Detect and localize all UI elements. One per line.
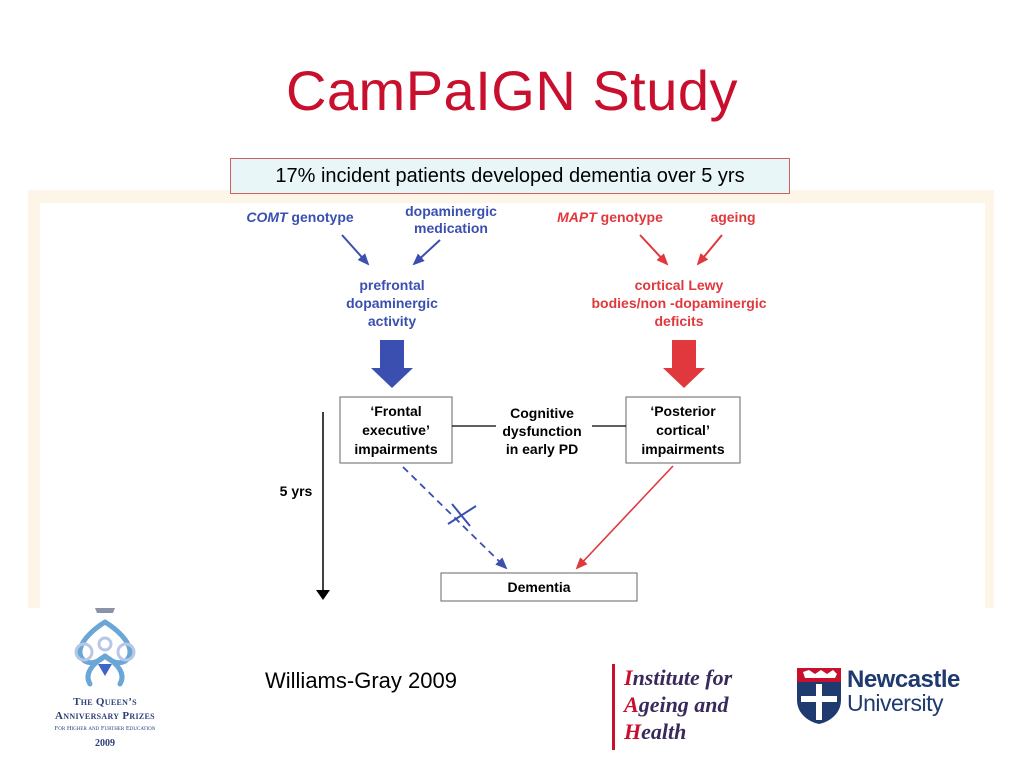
slide-title: CamPaIGN Study bbox=[285, 59, 739, 122]
posterior-cortical-box bbox=[625, 396, 741, 464]
dementia-box bbox=[440, 572, 638, 602]
path-posterior-to-dementia bbox=[575, 465, 674, 570]
frontal-box-line-3: impairments bbox=[354, 441, 437, 457]
prefrontal-label-2: dopaminergic bbox=[346, 295, 438, 311]
cognitive-dysfunction-label-2: dysfunction bbox=[502, 423, 581, 439]
queens-anniversary-prizes-logo: The Queen’s Anniversary Prizes For Highe… bbox=[40, 604, 170, 754]
dopaminergic-medication-label-1: dopaminergic bbox=[405, 203, 497, 219]
iah-line-2: Ageing and bbox=[624, 692, 729, 717]
prefrontal-label-3: activity bbox=[368, 313, 416, 329]
posterior-box-line-2: cortical’ bbox=[656, 422, 710, 438]
figure-panel bbox=[40, 203, 985, 608]
timeline-arrowhead bbox=[316, 590, 330, 600]
mapt-genotype-label: MAPT genotype bbox=[557, 209, 663, 225]
cognitive-dysfunction-label-3: in early PD bbox=[506, 441, 578, 457]
frontal-executive-box bbox=[339, 396, 453, 464]
crown-knot-emblem-icon bbox=[74, 608, 136, 687]
dopaminergic-medication-label-2: medication bbox=[414, 220, 488, 236]
posterior-box-line-3: impairments bbox=[641, 441, 724, 457]
ncl-line-2: University bbox=[847, 690, 943, 716]
cognitive-dysfunction-label-1: Cognitive bbox=[510, 405, 574, 421]
citation: Williams-Gray 2009 bbox=[265, 668, 457, 693]
arrow-ageing-to-lewy bbox=[696, 234, 723, 266]
institute-ageing-health-logo: Institute for Ageing and Health bbox=[612, 664, 792, 750]
ageing-label: ageing bbox=[710, 209, 755, 225]
blocked-path-frontal-to-dementia bbox=[402, 466, 508, 570]
blue-block-arrow bbox=[371, 340, 413, 388]
newcastle-university-logo: Newcastle University bbox=[795, 666, 985, 730]
timeline-label: 5 yrs bbox=[280, 483, 313, 499]
comt-genotype-label: COMT genotype bbox=[246, 209, 354, 225]
arrow-mapt-to-lewy bbox=[639, 234, 669, 266]
qap-line-3: For Higher and Further Education bbox=[54, 725, 156, 732]
university-crest-icon bbox=[797, 668, 841, 724]
qap-line-2: Anniversary Prizes bbox=[55, 710, 155, 722]
qap-year: 2009 bbox=[95, 738, 115, 749]
posterior-box-line-1: ‘Posterior bbox=[650, 403, 716, 419]
red-block-arrow bbox=[663, 340, 705, 388]
arrow-medication-to-prefrontal bbox=[412, 239, 441, 266]
frontal-box-line-2: executive’ bbox=[362, 422, 430, 438]
iah-line-1: Institute for bbox=[624, 665, 733, 690]
summary-banner: 17% incident patients developed dementia… bbox=[230, 158, 790, 194]
block-cross-b bbox=[451, 503, 471, 527]
frontal-box-line-1: ‘Frontal bbox=[370, 403, 421, 419]
lewy-label-1: cortical Lewy bbox=[635, 277, 724, 293]
dementia-label: Dementia bbox=[507, 579, 570, 595]
arrow-comt-to-prefrontal bbox=[341, 234, 370, 266]
prefrontal-label-1: prefrontal bbox=[359, 277, 424, 293]
lewy-label-2: bodies/non -dopaminergic bbox=[591, 295, 766, 311]
iah-line-3: Health bbox=[624, 719, 687, 744]
qap-line-1: The Queen’s bbox=[73, 696, 137, 708]
ncl-line-1: Newcastle bbox=[847, 666, 960, 693]
lewy-label-3: deficits bbox=[654, 313, 703, 329]
